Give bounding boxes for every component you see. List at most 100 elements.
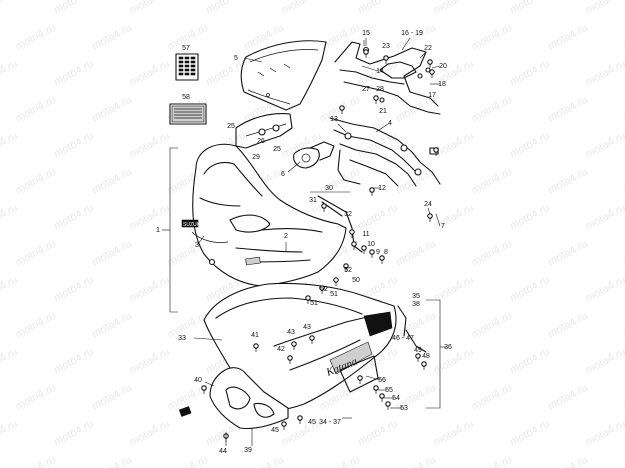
callout-26: 26 bbox=[257, 138, 265, 145]
bolt-icon bbox=[415, 353, 421, 359]
watermark-text: moto4.ru bbox=[90, 238, 134, 269]
watermark-text: moto4.ru bbox=[14, 454, 58, 468]
bolt-icon bbox=[379, 393, 385, 399]
upper-bracket bbox=[334, 41, 441, 115]
windscreen bbox=[240, 40, 327, 111]
watermark-text: moto4.ru bbox=[128, 130, 172, 161]
watermark-text: moto4.ru bbox=[52, 130, 96, 161]
label-card-58 bbox=[169, 103, 207, 125]
leader-line bbox=[193, 337, 223, 341]
leader-lines bbox=[162, 37, 446, 446]
callout-52: 52 bbox=[320, 286, 328, 293]
callout-39: 39 bbox=[244, 447, 252, 454]
watermark-text: moto4.ru bbox=[14, 382, 58, 413]
mirror-bracket bbox=[293, 141, 335, 169]
upper-fairing: SUZUKI bbox=[181, 143, 347, 287]
callout-33: 33 bbox=[178, 335, 186, 342]
callout-45: 45 bbox=[308, 419, 316, 426]
callout-38: 38 bbox=[412, 301, 420, 308]
watermark-text: moto4.ru bbox=[90, 166, 134, 197]
watermark-text: moto4.ru bbox=[508, 130, 552, 161]
leader-line bbox=[243, 57, 263, 63]
bolt-icon bbox=[427, 213, 433, 219]
watermark-text: moto4.ru bbox=[0, 346, 20, 377]
callout-51: 51 bbox=[310, 300, 318, 307]
watermark-text: moto4.ru bbox=[0, 274, 20, 305]
bolt-icon bbox=[369, 249, 375, 255]
callout-10: 10 bbox=[367, 241, 375, 248]
bolt-icon bbox=[287, 355, 293, 361]
callout-27-28: 27 - 28 bbox=[362, 86, 384, 93]
watermark-text: moto4.ru bbox=[432, 346, 476, 377]
leader-line bbox=[435, 213, 441, 227]
fairing-logo: SUZUKI bbox=[183, 222, 201, 228]
callout-43: 43 bbox=[303, 324, 311, 331]
leader-line bbox=[287, 161, 301, 173]
watermark-text: moto4.ru bbox=[508, 58, 552, 89]
watermark-text: moto4.ru bbox=[584, 0, 625, 17]
watermark-text: moto4.ru bbox=[90, 310, 134, 341]
callout-31: 31 bbox=[309, 197, 317, 204]
watermark-text: moto4.ru bbox=[0, 418, 20, 449]
bolt-icon bbox=[363, 49, 369, 55]
watermark-text: moto4.ru bbox=[584, 274, 625, 305]
watermark-text: moto4.ru bbox=[52, 346, 96, 377]
watermark-text: moto4.ru bbox=[432, 418, 476, 449]
callout-6: 6 bbox=[281, 171, 285, 178]
watermark-text: moto4.ru bbox=[0, 58, 20, 89]
watermark-text: moto4.ru bbox=[356, 418, 400, 449]
bolt-icon bbox=[427, 59, 433, 65]
watermark-text: moto4.ru bbox=[432, 130, 476, 161]
watermark-text: moto4.ru bbox=[356, 202, 400, 233]
under-cowling bbox=[209, 367, 289, 430]
watermark-text: moto4.ru bbox=[432, 0, 476, 17]
bolt-icon bbox=[383, 55, 389, 61]
callout-44: 44 bbox=[219, 448, 227, 455]
watermark-text: moto4.ru bbox=[0, 130, 20, 161]
callout-7: 7 bbox=[441, 223, 445, 230]
watermark-text: moto4.ru bbox=[90, 454, 134, 468]
watermark-text: moto4.ru bbox=[128, 274, 172, 305]
leader-line bbox=[401, 37, 411, 51]
bolt-icon bbox=[309, 335, 315, 341]
leader-line bbox=[204, 381, 215, 387]
callout-2: 2 bbox=[284, 233, 288, 240]
bolt-icon bbox=[379, 255, 385, 261]
watermark-text: moto4.ru bbox=[508, 202, 552, 233]
label-card-57 bbox=[175, 53, 199, 81]
callout-12: 12 bbox=[378, 185, 386, 192]
callout-20: 20 bbox=[439, 63, 447, 70]
watermark-text: moto4.ru bbox=[508, 346, 552, 377]
callout-5: 5 bbox=[234, 55, 238, 62]
callout-1: 1 bbox=[156, 227, 160, 234]
watermark-text: moto4.ru bbox=[470, 166, 514, 197]
watermark-text: moto4.ru bbox=[546, 382, 590, 413]
watermark-text: moto4.ru bbox=[546, 22, 590, 53]
watermark-text: moto4.ru bbox=[128, 0, 172, 17]
leader-line bbox=[419, 51, 427, 59]
callout-43: 43 bbox=[287, 329, 295, 336]
callout-45: 45 bbox=[271, 427, 279, 434]
bolt-icon bbox=[357, 375, 363, 381]
watermark-text: moto4.ru bbox=[584, 58, 625, 89]
watermark-text: moto4.ru bbox=[52, 58, 96, 89]
watermark-text: moto4.ru bbox=[166, 310, 210, 341]
watermark-text: moto4.ru bbox=[584, 202, 625, 233]
watermark-text: moto4.ru bbox=[584, 346, 625, 377]
callout-41: 41 bbox=[251, 332, 259, 339]
watermark-text: moto4.ru bbox=[52, 0, 96, 17]
callout-23: 23 bbox=[382, 43, 390, 50]
watermark-text: moto4.ru bbox=[90, 94, 134, 125]
bolt-icon bbox=[253, 343, 259, 349]
watermark-text: moto4.ru bbox=[356, 130, 400, 161]
bolt-icon bbox=[333, 277, 339, 283]
bolt-icon bbox=[373, 385, 379, 391]
callout-18: 18 bbox=[438, 81, 446, 88]
callout-9: 9 bbox=[376, 249, 380, 256]
leader-line bbox=[197, 235, 205, 245]
callout-14: 14 bbox=[376, 68, 384, 75]
callout-30: 30 bbox=[325, 185, 333, 192]
watermark-text: moto4.ru bbox=[394, 454, 438, 468]
watermark-text: moto4.ru bbox=[470, 454, 514, 468]
watermark-text: moto4.ru bbox=[128, 418, 172, 449]
